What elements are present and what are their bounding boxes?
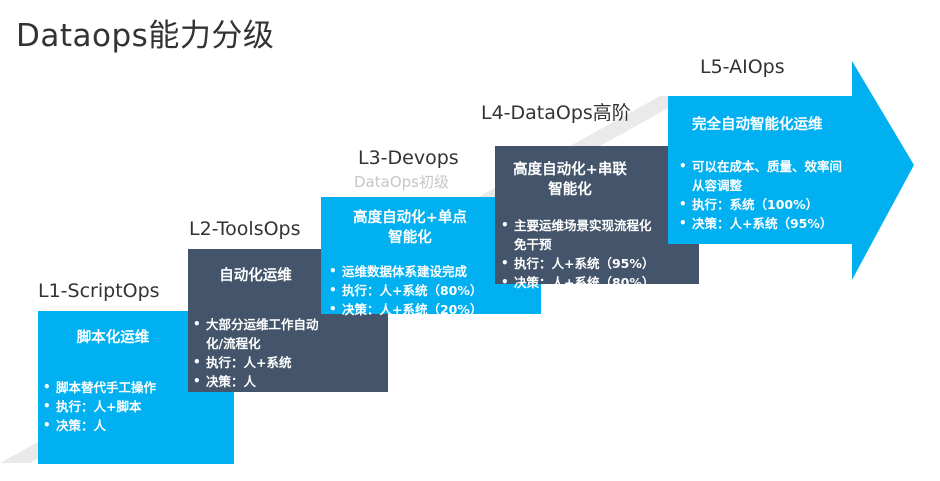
step-heading-l5: 完全自动智能化运维: [692, 117, 823, 133]
step-list-l4: 主要运维场景实现流程化免干预 执行：人+系统（95%） 决策：人+系统（80%）: [498, 216, 658, 292]
step-heading-l2: 自动化运维: [219, 268, 292, 284]
list-item: 决策：人: [40, 416, 188, 435]
step-list-l5: 可以在成本、质量、效率间从容调整 执行：系统（100%） 决策：人+系统（95%…: [676, 157, 851, 233]
list-item: 决策：人: [190, 372, 323, 391]
step-list-l3: 运维数据体系建设完成 执行：人+系统（80%） 决策：人+系统（20%）: [326, 262, 506, 319]
list-item: 决策：人+系统（20%）: [326, 300, 506, 319]
step-content-l2: 自动化运维 大部分运维工作自动化/流程化 执行：人+系统 决策：人: [188, 266, 323, 391]
step-heading-l4: 高度自动化+串联智能化: [513, 162, 627, 198]
list-item: 大部分运维工作自动化/流程化: [190, 315, 323, 353]
step-content-l1: 脚本化运维 脚本替代手工操作 执行：人+脚本 决策：人: [38, 328, 188, 435]
list-item: 决策：人+系统（80%）: [498, 273, 658, 292]
list-item: 主要运维场景实现流程化免干预: [498, 216, 658, 254]
page-title: Dataops能力分级: [16, 18, 275, 54]
list-item: 脚本替代手工操作: [40, 378, 188, 397]
level-label-l2: L2-ToolsOps: [189, 218, 301, 240]
list-item: 执行：系统（100%）: [676, 195, 851, 214]
step-content-l3: 高度自动化+单点智能化 运维数据体系建设完成 执行：人+系统（80%） 决策：人…: [326, 208, 506, 319]
list-item: 执行：人+系统（80%）: [326, 281, 506, 300]
step-content-l4: 高度自动化+串联智能化 主要运维场景实现流程化免干预 执行：人+系统（95%） …: [498, 160, 658, 292]
step-heading-l1: 脚本化运维: [76, 330, 150, 346]
step-content-l5: 完全自动智能化运维 可以在成本、质量、效率间从容调整 执行：系统（100%） 决…: [676, 115, 856, 233]
level-label-l3: L3-Devops: [358, 147, 459, 169]
step-list-l1: 脚本替代手工操作 执行：人+脚本 决策：人: [38, 378, 188, 435]
list-item: 运维数据体系建设完成: [326, 262, 506, 281]
list-item: 执行：人+系统（95%）: [498, 254, 658, 273]
level-label-l5: L5-AIOps: [700, 56, 785, 78]
step-heading-l3: 高度自动化+单点智能化: [353, 210, 467, 246]
list-item: 决策：人+系统（95%）: [676, 214, 851, 233]
level-sublabel-l3: DataOps初级: [354, 173, 449, 191]
level-label-l4: L4-DataOps高阶: [481, 102, 631, 124]
list-item: 执行：人+脚本: [40, 397, 188, 416]
list-item: 可以在成本、质量、效率间从容调整: [676, 157, 851, 195]
list-item: 执行：人+系统: [190, 353, 323, 372]
level-label-l1: L1-ScriptOps: [38, 280, 160, 302]
step-list-l2: 大部分运维工作自动化/流程化 执行：人+系统 决策：人: [188, 315, 323, 391]
